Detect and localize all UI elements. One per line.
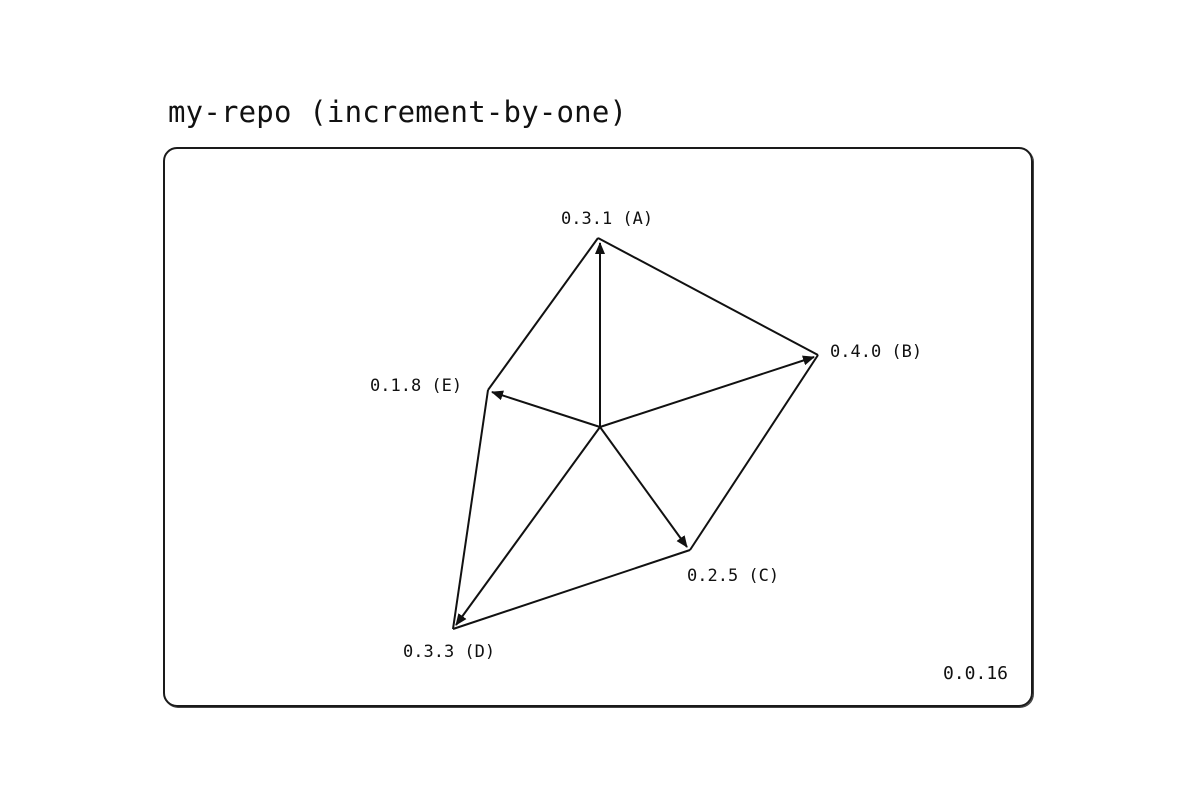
repo-title: my-repo (increment-by-one) <box>168 95 628 129</box>
node-label-c: 0.2.5 (C) <box>687 566 779 586</box>
center-arrows <box>455 242 815 626</box>
arrow-to-b <box>599 355 815 428</box>
node-labels: 0.3.1 (A) 0.4.0 (B) 0.2.5 (C) 0.3.3 (D) … <box>370 209 922 662</box>
edge-c-d <box>452 549 691 630</box>
edge-b-c <box>689 354 819 551</box>
arrow-to-c <box>599 426 688 548</box>
repo-version: 0.0.16 <box>942 663 1008 684</box>
graph-frame <box>163 147 1033 707</box>
node-label-e: 0.1.8 (E) <box>370 376 462 396</box>
node-label-a: 0.3.1 (A) <box>561 209 653 229</box>
node-label-d: 0.3.3 (D) <box>403 642 495 662</box>
edge-e-a <box>487 237 599 391</box>
arrow-to-e <box>491 390 601 428</box>
arrow-to-d <box>455 426 601 626</box>
outer-edges <box>452 237 819 630</box>
edge-d-e <box>452 389 489 630</box>
node-label-b: 0.4.0 (B) <box>830 342 922 362</box>
edge-a-b <box>597 237 819 356</box>
